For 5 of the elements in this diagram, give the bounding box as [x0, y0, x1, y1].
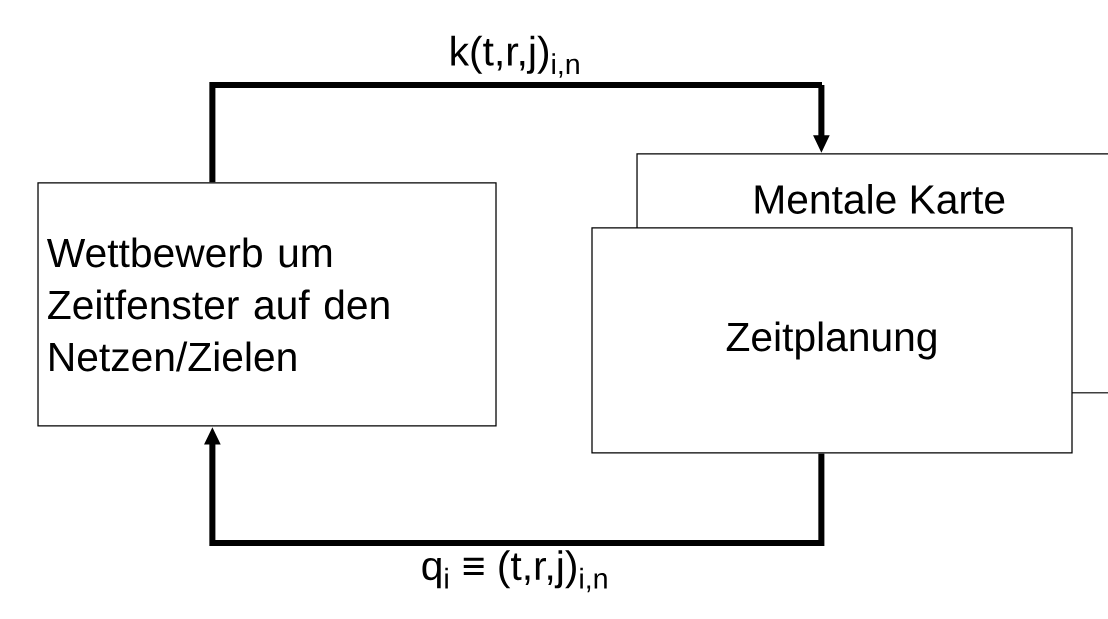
edge-label: q$_{i}$ ≡ (t,r,j)$_{i,n}$	[422, 550, 607, 593]
arrow	[209, 81, 830, 183]
process-box: Zeitplanung	[591, 227, 1073, 454]
process-box: Wettbewerb um Zeitfenster auf den Netzen/Zielen	[37, 182, 497, 427]
edge-label: k(t,r,j)$_{i,n}$	[451, 35, 579, 78]
